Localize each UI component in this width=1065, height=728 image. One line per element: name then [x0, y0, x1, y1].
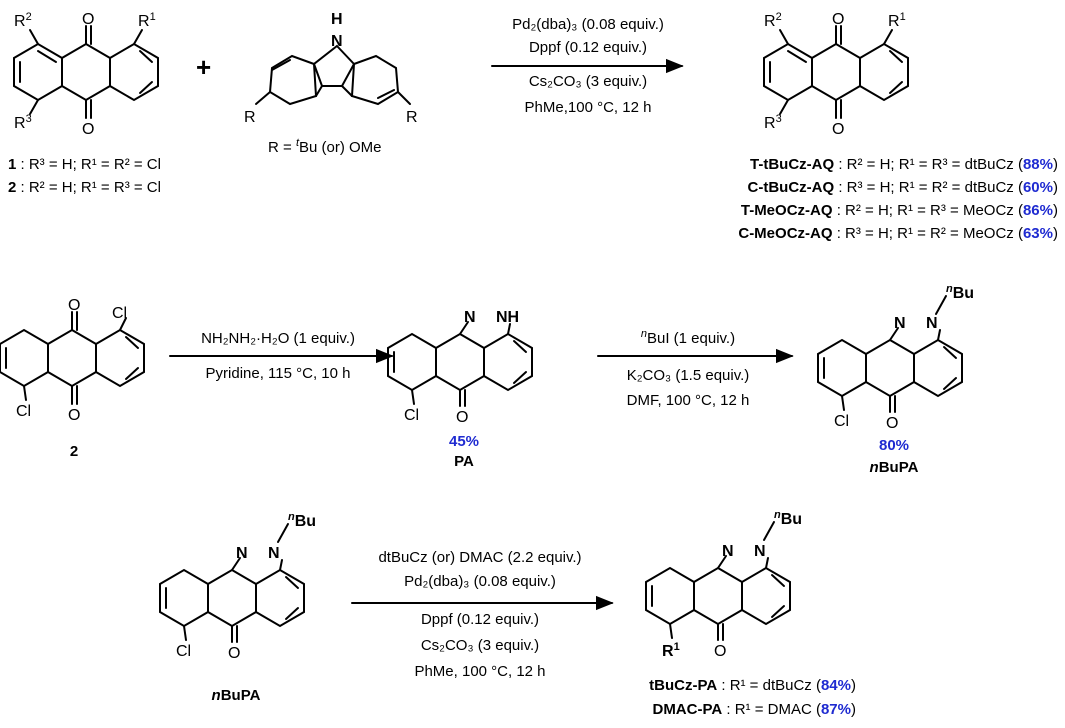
svg-text:nBu: nBu [288, 511, 316, 530]
anthraquinone-reactant-structure: O O R2 R1 R3 [13, 11, 159, 138]
oxygen-label: O [832, 11, 844, 28]
oxygen-label: O [82, 121, 94, 138]
condition-alkylating-agent: nBuI (1 equiv.) [641, 328, 735, 347]
yield-value: 86% [1023, 202, 1053, 219]
chlorine-label: Cl [16, 403, 31, 420]
final-product-structure: N N nBu O R1 [645, 509, 802, 660]
condition-base: Cs₂CO₃ (3 equiv.) [529, 73, 647, 90]
oxygen-label: O [832, 121, 844, 138]
chlorine-label: Cl [112, 305, 127, 322]
product-c-tbucz-aq: C-tBuCz-AQ : R³ = H; R¹ = R² = dtBuCz (6… [748, 179, 1058, 196]
svg-text:N: N [894, 315, 906, 332]
oxygen-label: O [82, 11, 94, 28]
svg-text:N: N [268, 545, 280, 562]
product-tbucz-pa: tBuCz-PA : R¹ = dtBuCz (84%) [649, 677, 856, 694]
chlorine-label: Cl [176, 643, 191, 660]
butyl-label: Bu [953, 285, 974, 302]
nbupa-reactant-structure: N N nBu O Cl [159, 511, 316, 662]
svg-text:O: O [228, 645, 240, 662]
starting-material-2: 2 : R² = H; R¹ = R³ = Cl [8, 179, 161, 196]
nbupa-structure: N N nBu O Cl [817, 283, 974, 432]
r1-label: R [662, 643, 674, 660]
anthraquinone-product-structure: O O R2 R1 R3 [763, 11, 909, 138]
condition-ligand: Dppf (0.12 equiv.) [529, 39, 647, 56]
condition-hydrazine: NH₂NH₂·H₂O (1 equiv.) [201, 330, 355, 347]
condition-base: Cs₂CO₃ (3 equiv.) [421, 637, 539, 654]
nh-label: NH [496, 309, 519, 326]
svg-text:O: O [456, 409, 468, 426]
r3-label: R [14, 115, 26, 132]
condition-solvent: PhMe,100 °C, 12 h [525, 99, 652, 116]
r1-label: R [138, 13, 150, 30]
svg-text:R3: R3 [764, 113, 782, 132]
svg-text:R2: R2 [14, 11, 32, 30]
svg-text:R1: R1 [138, 11, 156, 30]
yield-value: 87% [821, 701, 851, 718]
svg-text:nBu: nBu [774, 509, 802, 528]
reaction-arrow-4: dtBuCz (or) DMAC (2.2 equiv.) Pd₂(dba)₃ … [351, 549, 614, 680]
svg-text:N: N [754, 543, 766, 560]
r-label: R [244, 109, 256, 126]
yield-value: 60% [1023, 179, 1053, 196]
chlorine-label: Cl [404, 407, 419, 424]
nh-hydrogen-label: H [331, 11, 343, 28]
condition-amine: dtBuCz (or) DMAC (2.2 equiv.) [378, 549, 581, 566]
yield-value: 63% [1023, 225, 1053, 242]
yield-value: 84% [821, 677, 851, 694]
svg-text:N: N [926, 315, 938, 332]
svg-text:O: O [886, 415, 898, 432]
pa-yield: 45% [449, 433, 479, 450]
svg-text:nBu: nBu [946, 283, 974, 302]
svg-text:O: O [68, 297, 80, 314]
r-label: R [406, 109, 418, 126]
dichloroanthraquinone-structure: O O Cl Cl [0, 297, 145, 424]
condition-solvent: PhMe, 100 °C, 12 h [414, 663, 545, 680]
product-dmac-pa: DMAC-PA : R¹ = DMAC (87%) [652, 701, 856, 718]
condition-ligand: Dppf (0.12 equiv.) [421, 611, 539, 628]
nbupa-label: nBuPA [870, 459, 919, 476]
svg-text:R1: R1 [662, 641, 680, 660]
starting-material-1: 1 : R³ = H; R¹ = R² = Cl [8, 156, 161, 173]
reaction-arrow-2: NH₂NH₂·H₂O (1 equiv.) Pyridine, 115 °C, … [169, 330, 394, 382]
r-definition: R = tBu (or) OMe [268, 137, 382, 156]
nitrogen-label: N [464, 309, 476, 326]
pa-label: PA [454, 453, 474, 470]
plus-sign: + [196, 52, 211, 82]
reaction-arrow-3: nBuI (1 equiv.) K₂CO₃ (1.5 equiv.) DMF, … [597, 328, 794, 409]
svg-text:O: O [714, 643, 726, 660]
product-t-tbucz-aq: T-tBuCz-AQ : R² = H; R¹ = R³ = dtBuCz (8… [750, 156, 1058, 173]
svg-text:N: N [236, 545, 248, 562]
condition-pyridine: Pyridine, 115 °C, 10 h [206, 365, 351, 382]
condition-catalyst: Pd₂(dba)₃ (0.08 equiv.) [512, 16, 664, 33]
condition-base: K₂CO₃ (1.5 equiv.) [627, 367, 750, 384]
svg-text:O: O [68, 407, 80, 424]
condition-catalyst: Pd₂(dba)₃ (0.08 equiv.) [404, 573, 556, 590]
product-c-meocz-aq: C-MeOCz-AQ : R³ = H; R¹ = R² = MeOCz (63… [738, 225, 1058, 242]
pa-structure: N NH O Cl [387, 309, 533, 426]
product-t-meocz-aq: T-MeOCz-AQ : R² = H; R¹ = R³ = MeOCz (86… [741, 202, 1058, 219]
svg-text:R1: R1 [888, 11, 906, 30]
nbupa-yield: 80% [879, 437, 909, 454]
reaction-arrow-1: Pd₂(dba)₃ (0.08 equiv.) Dppf (0.12 equiv… [491, 16, 684, 116]
svg-text:N: N [722, 543, 734, 560]
yield-value: 88% [1023, 156, 1053, 173]
svg-text:R2: R2 [764, 11, 782, 30]
reactant-label: nBuPA [212, 687, 261, 704]
condition-solvent: DMF, 100 °C, 12 h [627, 392, 750, 409]
compound-label: 2 [70, 443, 78, 460]
chlorine-label: Cl [834, 413, 849, 430]
svg-text:R3: R3 [14, 113, 32, 132]
nitrogen-label: N [331, 33, 343, 50]
carbazole-structure: H N R R R = tBu (or) OMe [244, 11, 418, 156]
r2-label: R [14, 13, 26, 30]
